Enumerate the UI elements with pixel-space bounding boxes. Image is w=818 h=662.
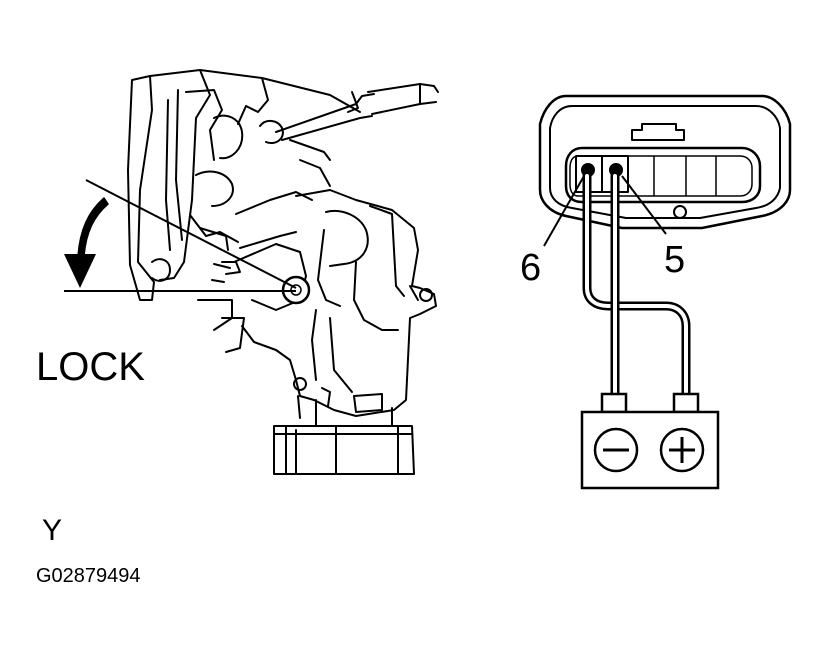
- connector-face: [538, 94, 792, 230]
- test-leads: [582, 171, 691, 401]
- battery: [580, 392, 720, 490]
- view-letter-label: Y: [42, 514, 62, 547]
- door-lock-assembly: [127, 69, 439, 475]
- minus-icon: [593, 427, 639, 473]
- battery-negative-post: [600, 392, 628, 414]
- terminal-5-leader: [621, 175, 667, 235]
- plus-icon: [659, 427, 705, 473]
- lock-label: LOCK: [36, 345, 145, 389]
- battery-body: [580, 410, 720, 490]
- terminal-6-label: 6: [520, 247, 541, 289]
- rotation-angle-line: [85, 179, 297, 289]
- terminal-5-label: 5: [664, 239, 685, 281]
- curved-arrow-down-icon: [64, 197, 109, 288]
- battery-positive-post: [672, 392, 700, 414]
- terminal-6-leader: [543, 175, 585, 247]
- figure-code-label: G02879494: [36, 565, 141, 587]
